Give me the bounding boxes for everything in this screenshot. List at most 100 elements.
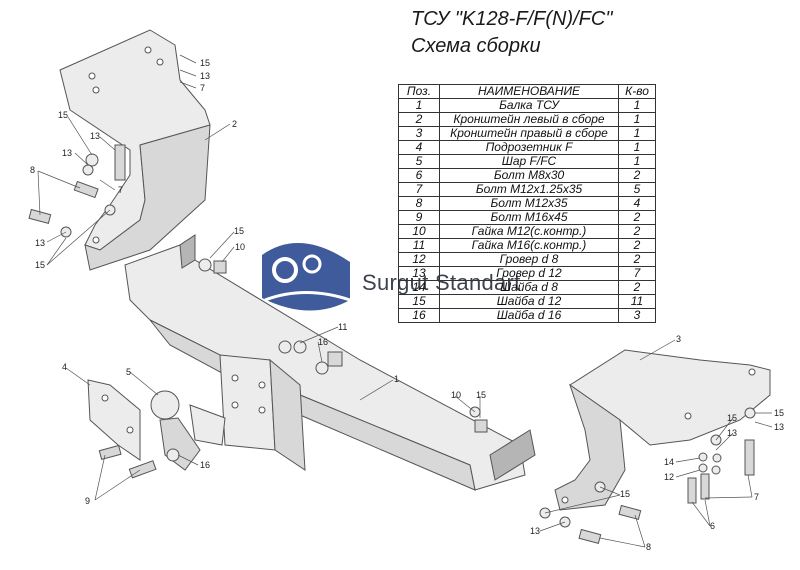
callout: 5 [126,367,131,377]
page-title: ТСУ "K128-F/F(N)/FC" [411,8,613,30]
logo-icon [262,243,351,311]
table-cell-qty: 1 [618,140,656,155]
callout: 13 [200,71,210,81]
callout: 13 [727,428,737,438]
table-cell-pos: 2 [398,112,440,127]
callout: 15 [727,413,737,423]
callout: 13 [62,148,72,158]
table-cell-pos: 11 [398,238,440,253]
table-cell-pos: 14 [398,280,440,295]
table-cell-qty: 5 [618,182,656,197]
callout: 15 [200,58,210,68]
table-header-row: Поз. НАИМЕНОВАНИЕ К-во [398,84,656,99]
callout: 10 [235,242,245,252]
callout: 7 [118,185,123,195]
callout: 13 [774,422,784,432]
table-cell-qty: 2 [618,280,656,295]
table-cell-pos: 13 [398,266,440,281]
callout-labels: 15 13 7 2 15 13 13 8 7 13 15 15 10 1 11 … [30,58,784,552]
table-cell-name: Шар F/FC [439,154,619,169]
table-cell-pos: 4 [398,140,440,155]
table-cell-name: Кронштейн правый в сборе [439,126,619,141]
table-cell-qty: 1 [618,126,656,141]
callout: 15 [58,110,68,120]
table-cell-qty: 2 [618,210,656,225]
table-cell-name: Гайка М12(с.контр.) [439,224,619,239]
callout: 9 [85,496,90,506]
table-cell-name: Шайба d 8 [439,280,619,295]
callout: 8 [646,542,651,552]
callout: 11 [338,322,347,332]
table-cell-name: Гровер d 12 [439,266,619,281]
table-cell-name: Болт М8х30 [439,168,619,183]
callout: 15 [774,408,784,418]
callout: 15 [234,226,244,236]
table-cell-name: Гайка М16(с.контр.) [439,238,619,253]
leader-lines [37,54,773,548]
page-subtitle: Схема сборки [411,35,541,57]
callout: 13 [530,526,540,536]
table-cell-name: Подрозетник F [439,140,619,155]
callout: 8 [30,165,35,175]
table-cell-name: Болт М16х45 [439,210,619,225]
callout: 14 [664,457,674,467]
column-header: К-во [618,84,656,99]
table-cell-pos: 1 [398,98,440,113]
table-cell-qty: 2 [618,224,656,239]
callout: 16 [318,337,328,347]
callout: 2 [232,119,237,129]
table-cell-pos: 7 [398,182,440,197]
callout: 16 [200,460,210,470]
table-cell-name: Шайба d 16 [439,308,619,323]
table-cell-pos: 3 [398,126,440,141]
callout: 6 [710,521,715,531]
callout: 7 [200,83,205,93]
callout: 15 [35,260,45,270]
table-cell-qty: 7 [618,266,656,281]
table-cell-name: Болт М12х35 [439,196,619,211]
table-cell-pos: 16 [398,308,440,323]
socket-mount [87,379,141,461]
table-cell-pos: 6 [398,168,440,183]
callout: 15 [620,489,630,499]
table-cell-pos: 8 [398,196,440,211]
table-cell-name: Болт М12х1.25х35 [439,182,619,197]
table-cell-pos: 9 [398,210,440,225]
table-cell-qty: 11 [618,294,656,309]
hitch-plate [219,354,306,471]
table-cell-name: Шайба d 12 [439,294,619,309]
callout: 13 [35,238,45,248]
callout: 1 [394,374,399,384]
table-cell-qty: 2 [618,238,656,253]
table-cell-pos: 15 [398,294,440,309]
table-cell-pos: 10 [398,224,440,239]
table-cell-qty: 1 [618,154,656,169]
callout: 15 [476,390,486,400]
column-header: НАИМЕНОВАНИЕ [439,84,619,99]
callout: 4 [62,362,67,372]
right-bracket [554,349,771,511]
table-cell-qty: 4 [618,196,656,211]
callout: 12 [664,472,674,482]
column-header: Поз. [398,84,440,99]
left-bracket [59,29,211,271]
table-cell-qty: 3 [618,308,656,323]
